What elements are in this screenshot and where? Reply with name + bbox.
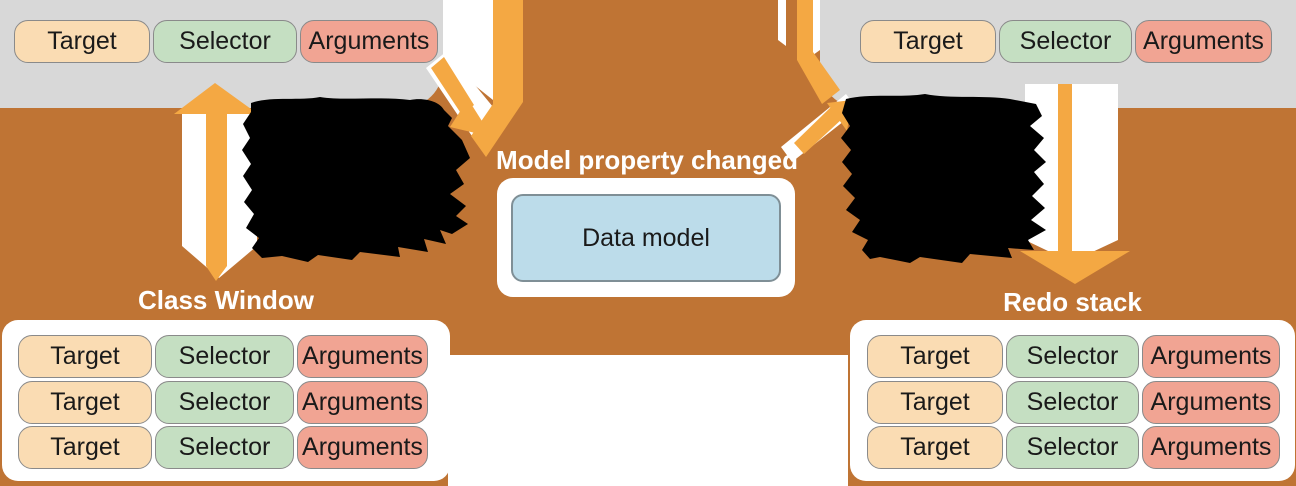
pill-arguments: Arguments [1135, 20, 1272, 63]
pill-arguments: Arguments [297, 426, 428, 469]
pill-selector: Selector [155, 335, 294, 378]
pill-target: Target [867, 426, 1003, 469]
pill-target: Target [18, 335, 152, 378]
data-model-box: Data model [511, 194, 781, 282]
pill-target: Target [867, 335, 1003, 378]
right-stack-card: Target Selector Arguments Target Selecto… [850, 320, 1295, 481]
up-arrow-band [182, 112, 257, 278]
pill-target: Target [18, 381, 152, 424]
down-arrow-band [1025, 84, 1118, 262]
pill-arguments: Arguments [297, 381, 428, 424]
pill-arguments: Arguments [1142, 335, 1280, 378]
pill-selector: Selector [155, 426, 294, 469]
pill-target: Target [14, 20, 150, 63]
down-arrow-icon [1020, 251, 1130, 284]
model-property-changed-label: Model property changed [496, 145, 798, 175]
pill-target: Target [867, 381, 1003, 424]
pill-arguments: Arguments [1142, 426, 1280, 469]
pill-selector: Selector [999, 20, 1132, 63]
left-stack-title: Class Window [137, 285, 314, 315]
up-arrow-stem [206, 110, 227, 281]
stack-row: Target Selector Arguments [18, 426, 428, 469]
down-arrow-stem [1058, 84, 1072, 252]
pill-arguments: Arguments [297, 335, 428, 378]
right-cluster-white-sliver [813, 0, 820, 55]
data-model-card: Data model [497, 178, 795, 297]
right-cluster-white-band [778, 0, 786, 46]
top-left-operation-pills: Target Selector Arguments [14, 20, 438, 63]
stack-row: Target Selector Arguments [867, 426, 1280, 469]
pill-selector: Selector [155, 381, 294, 424]
bottom-center-background [448, 355, 848, 486]
pill-selector: Selector [1006, 426, 1139, 469]
pill-target: Target [860, 20, 996, 63]
left-cluster-orange-stripe [471, 0, 523, 157]
pill-arguments: Arguments [1142, 381, 1280, 424]
stack-row: Target Selector Arguments [867, 335, 1280, 378]
pill-arguments: Arguments [300, 20, 438, 63]
right-stack-title: Redo stack [1003, 287, 1142, 317]
pill-target: Target [18, 426, 152, 469]
stack-row: Target Selector Arguments [18, 381, 428, 424]
stack-row: Target Selector Arguments [867, 381, 1280, 424]
pill-selector: Selector [153, 20, 297, 63]
left-cluster-white-band [443, 0, 493, 100]
stack-row: Target Selector Arguments [18, 335, 428, 378]
pill-selector: Selector [1006, 381, 1139, 424]
top-right-operation-pills: Target Selector Arguments [860, 20, 1272, 63]
redacted-text-blob-left [242, 97, 470, 262]
pill-selector: Selector [1006, 335, 1139, 378]
left-stack-card: Target Selector Arguments Target Selecto… [2, 320, 450, 481]
down-right-arrow-icon [450, 99, 492, 137]
redacted-text-blob-right [841, 94, 1046, 263]
